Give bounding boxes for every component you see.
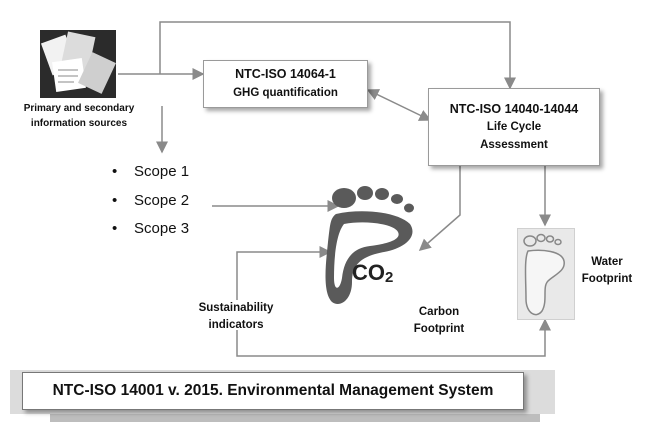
scope-list-item-3: •Scope 3 [112, 220, 190, 237]
arrow-sustainability-co2 [236, 246, 332, 300]
bullet-icon: • [112, 192, 118, 209]
sustainability-indicators-label: Sustainability indicators [198, 302, 274, 332]
carbon-footprint-label: Carbon Footprint [413, 306, 465, 336]
ghg-box-subtitle: GHG quantification [233, 86, 338, 99]
scope-list-item-2: •Scope 2 [112, 192, 190, 209]
information-sources-label: Primary and secondary information source… [23, 103, 135, 129]
water-footprint-image [517, 228, 575, 320]
environmental-management-system-box: NTC-ISO 14001 v. 2015. Environmental Man… [22, 372, 524, 410]
co2-label: CO2 [352, 260, 394, 286]
water-footprint-label: Water Footprint [581, 256, 633, 286]
ems-title: NTC-ISO 14001 v. 2015. Environmental Man… [52, 382, 494, 399]
life-cycle-assessment-box: NTC-ISO 14040-14044 Life Cycle Assessmen… [428, 88, 600, 166]
lca-box-subtitle-2: Assessment [480, 138, 548, 151]
lca-box-subtitle-1: Life Cycle [486, 120, 542, 133]
carbon-footprint-icon [322, 182, 422, 310]
bullet-icon: • [112, 220, 118, 237]
bullet-icon: • [112, 163, 118, 180]
arrow-ems-water [236, 318, 551, 357]
ghg-box-title: NTC-ISO 14064-1 [235, 67, 336, 82]
arrow-sources-lca [159, 21, 516, 90]
ems-banner-base [50, 414, 540, 422]
ghg-quantification-box: NTC-ISO 14064-1 GHG quantification [203, 60, 368, 108]
arrow-ghg-lca [366, 89, 432, 121]
information-sources-image [40, 30, 116, 98]
scope-list-item-1: •Scope 1 [112, 163, 190, 180]
lca-box-title: NTC-ISO 14040-14044 [449, 101, 579, 116]
arrow-lca-co2 [418, 166, 461, 251]
